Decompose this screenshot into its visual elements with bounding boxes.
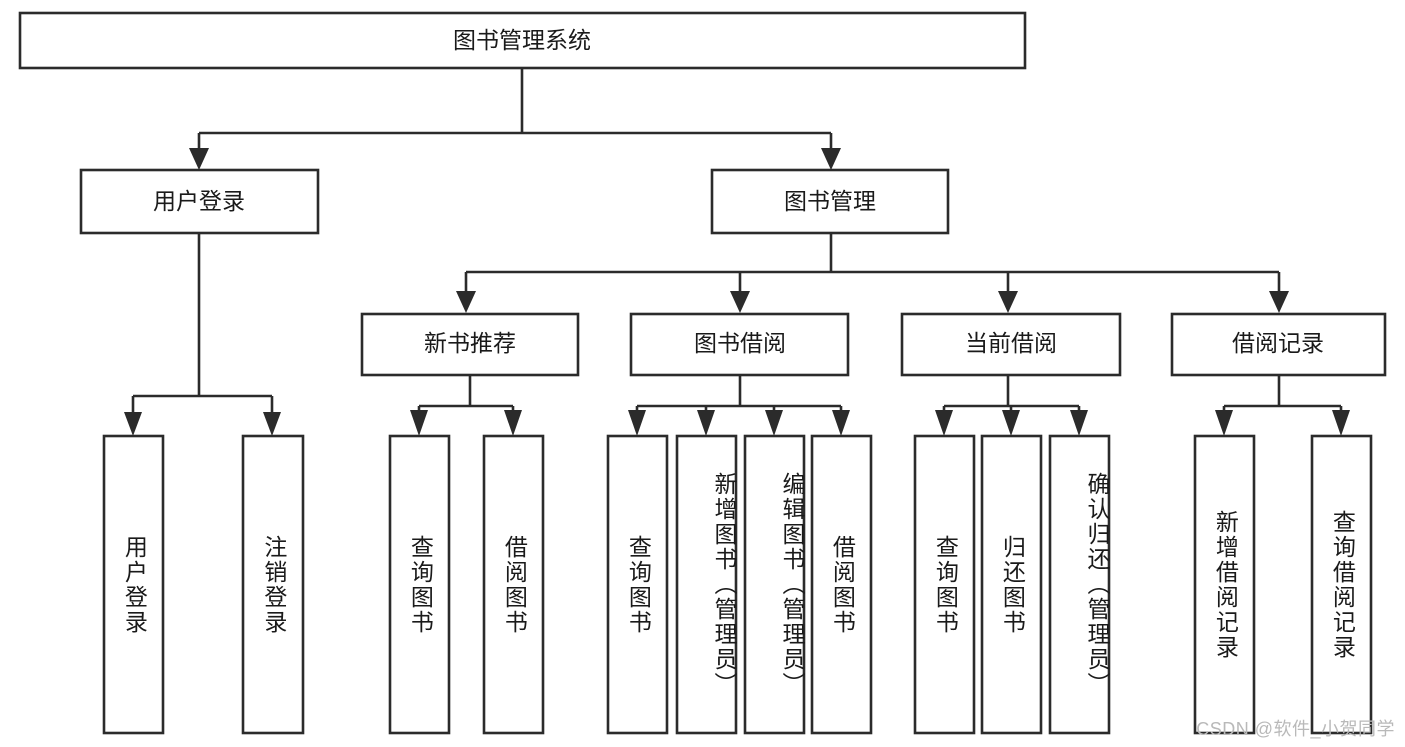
leaf-box-query-book-1[interactable] [388,434,451,735]
node-root-label: 图书管理系统 [453,27,591,53]
node-user-login-box[interactable] [79,168,320,235]
leaf-box-borrow-book-1[interactable] [482,434,545,735]
node-new-book-recommend-label: 新书推荐 [424,330,516,356]
arrowhead-icon [765,410,783,436]
watermark: CSDN @软件_小贺同学 [1196,719,1395,739]
arrowhead-icon [456,291,476,313]
node-current-borrow-box[interactable] [900,312,1122,377]
node-current-borrow-label: 当前借阅 [965,330,1057,356]
arrowhead-icon [1070,410,1088,436]
node-new-book-recommend[interactable]: 新书推荐 [360,312,580,377]
node-book-management-label: 图书管理 [784,188,876,214]
node-borrow-record[interactable]: 借阅记录 [1170,312,1387,377]
arrowhead-icon [998,291,1018,313]
arrowhead-icon [1269,291,1289,313]
leaf-box-confirm-return-admin[interactable] [1048,434,1111,735]
node-current-borrow[interactable]: 当前借阅 [900,312,1122,377]
node-layer: 图书管理系统 用户登录 图书管理 新书推荐 图书借阅 当前 [18,11,1387,735]
arrowhead-icon [189,148,209,170]
node-book-management[interactable]: 图书管理 [710,168,950,235]
node-borrow-record-label: 借阅记录 [1232,330,1324,356]
node-root-box[interactable] [18,11,1027,70]
node-book-borrow-label: 图书借阅 [694,330,786,356]
node-book-management-box[interactable] [710,168,950,235]
leaf-box-user-login[interactable] [102,434,165,735]
node-new-book-recommend-box[interactable] [360,312,580,377]
leaf-box-return-book[interactable] [980,434,1043,735]
node-user-login[interactable]: 用户登录 [79,168,320,235]
arrowhead-icon [124,412,142,436]
arrowhead-icon [730,291,750,313]
arrowhead-icon [1215,410,1233,436]
arrowhead-icon [504,410,522,436]
arrowhead-icon [832,410,850,436]
node-user-login-label: 用户登录 [153,188,245,214]
leaf-box-edit-book-admin[interactable] [743,434,806,735]
arrowhead-icon [1002,410,1020,436]
node-book-borrow[interactable]: 图书借阅 [629,312,850,377]
leaf-box-query-book-2[interactable] [606,434,669,735]
leaf-box-add-borrow-record[interactable] [1193,434,1256,735]
leaf-box-borrow-book-2[interactable] [810,434,873,735]
connector-layer [124,68,1350,436]
arrowhead-icon [821,148,841,170]
leaf-box-add-book-admin[interactable] [675,434,738,735]
arrowhead-icon [697,410,715,436]
leaf-box-query-book-3[interactable] [913,434,976,735]
arrowhead-icon [410,410,428,436]
leaf-box-logout[interactable] [241,434,305,735]
arrowhead-icon [628,410,646,436]
arrowhead-icon [935,410,953,436]
node-book-borrow-box[interactable] [629,312,850,377]
node-root[interactable]: 图书管理系统 [18,11,1027,70]
arrowhead-icon [1332,410,1350,436]
node-borrow-record-box[interactable] [1170,312,1387,377]
leaf-box-query-borrow-record[interactable] [1310,434,1373,735]
arrowhead-icon [263,412,281,436]
